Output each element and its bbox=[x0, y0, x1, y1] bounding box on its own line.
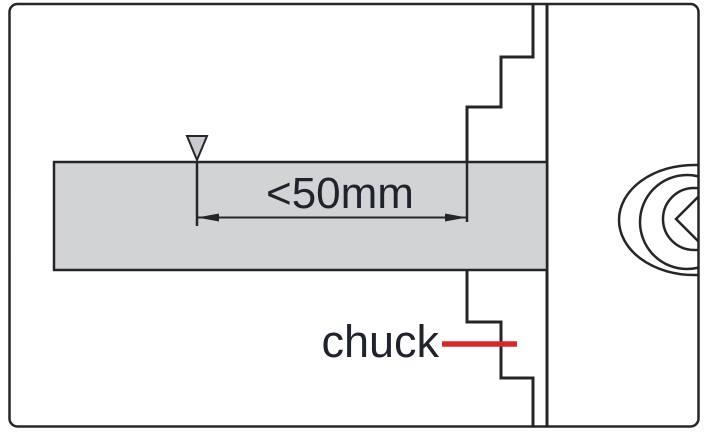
figure-border bbox=[8, 2, 700, 428]
workpiece-bar bbox=[52, 160, 549, 272]
chuck-key-socket-square-icon bbox=[674, 187, 698, 251]
chuck-key-socket-circle bbox=[661, 186, 698, 252]
chuck-jaw-bottom-outline bbox=[465, 270, 535, 427]
dimension-arrow-left-icon bbox=[197, 213, 219, 222]
dimension-label: <50mm bbox=[266, 169, 414, 218]
chuck-label: chuck bbox=[321, 316, 439, 367]
tool-marker-triangle-icon bbox=[185, 135, 209, 163]
chuck-hub-outer-ellipse bbox=[617, 163, 698, 277]
chuck-hub-group bbox=[617, 163, 698, 277]
dimension-arrow-right-icon bbox=[445, 213, 467, 222]
chuck-hub-middle-circle bbox=[638, 173, 698, 271]
chuck-jaw-top-outline bbox=[465, 4, 535, 162]
